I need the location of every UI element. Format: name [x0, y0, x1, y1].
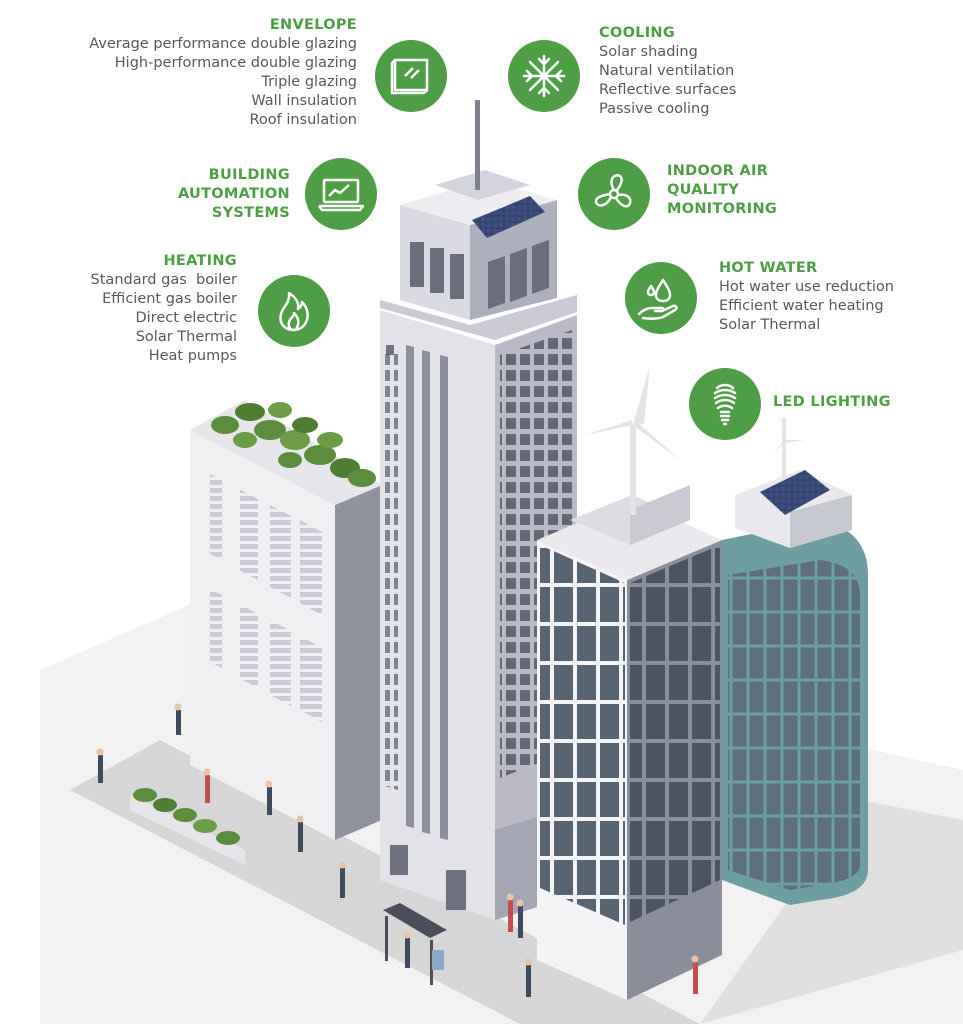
list-item: Standard gas boiler	[90, 272, 237, 288]
antenna	[475, 100, 480, 190]
list-item: Solar Thermal	[719, 317, 821, 333]
small-turbine-blades	[772, 418, 805, 455]
list-item: Roof insulation	[249, 112, 357, 128]
cooling-title: COOLING	[599, 25, 676, 41]
glass-building-side-glazing	[630, 545, 720, 922]
building-automation-title-line: BUILDING	[208, 167, 290, 183]
solar-panels-tower	[472, 196, 545, 238]
list-item: Wall insulation	[251, 93, 357, 109]
flame-icon	[258, 275, 330, 347]
street-shadow	[700, 800, 963, 1024]
central-tower-crown	[435, 170, 530, 200]
list-item: Average performance double glazing	[89, 36, 357, 52]
glass-building-front-glazing	[540, 545, 625, 925]
list-item: Solar shading	[599, 44, 698, 60]
indoor-air-title-line: MONITORING	[667, 201, 778, 217]
envelope-title: ENVELOPE	[269, 17, 357, 33]
right-tower-glazing	[728, 560, 860, 890]
wind-turbine-mast	[630, 425, 636, 515]
central-tower-top-windows	[410, 240, 549, 309]
list-item: Passive cooling	[599, 101, 710, 117]
hot-water-title: HOT WATER	[719, 260, 818, 276]
list-item: Solar Thermal	[135, 329, 237, 345]
central-tower-top-ledge	[380, 295, 577, 340]
small-turbine-mast	[782, 418, 786, 478]
led-bulb-icon	[689, 368, 761, 440]
central-tower-top-roof	[400, 180, 557, 225]
list-item: Efficient water heating	[719, 298, 884, 314]
left-building-side	[335, 485, 382, 840]
planter-shrubs	[133, 788, 240, 845]
envelope-label: ENVELOPE Average performance double glaz…	[89, 16, 357, 130]
window-glazing-icon	[375, 40, 447, 112]
hand-water-drop-icon	[625, 262, 697, 334]
pedestrian-heads	[96, 703, 699, 966]
central-tower-door	[446, 870, 466, 910]
hot-water-items: Hot water use reduction Efficient water …	[719, 278, 894, 335]
led-lighting-title: LED LIGHTING	[773, 394, 891, 410]
led-lighting-label: LED LIGHTING	[773, 393, 891, 412]
right-tower-crown-side	[790, 495, 852, 548]
pedestrians	[98, 710, 698, 997]
central-tower-front-stripes	[406, 345, 448, 840]
indoor-air-label: INDOOR AIR QUALITY MONITORING	[667, 162, 777, 219]
envelope-items: Average performance double glazing High-…	[89, 35, 357, 130]
bus-shelter	[383, 903, 447, 985]
list-item: Reflective surfaces	[599, 82, 737, 98]
list-item: High-performance double glazing	[114, 55, 357, 71]
indoor-air-title-line: INDOOR AIR	[667, 163, 769, 179]
solar-panels-right	[760, 470, 830, 515]
central-tower-door-2	[390, 845, 408, 875]
laptop-chart-icon	[305, 158, 377, 230]
central-tower-front-windows	[386, 345, 394, 355]
list-item: Triple glazing	[261, 74, 357, 90]
planter	[130, 795, 245, 865]
heating-items: Standard gas boiler Efficient gas boiler…	[91, 271, 237, 366]
list-item: Direct electric	[135, 310, 237, 326]
building-automation-title-line: SYSTEMS	[211, 205, 290, 221]
list-item: Efficient gas boiler	[102, 291, 237, 307]
list-item: Hot water use reduction	[719, 279, 894, 295]
left-building-front	[190, 430, 335, 840]
indoor-air-title-line: QUALITY	[667, 182, 740, 198]
hot-water-label: HOT WATER Hot water use reduction Effici…	[719, 259, 894, 335]
green-roof-shrubs	[211, 402, 376, 487]
cooling-label: COOLING Solar shading Natural ventilatio…	[599, 24, 736, 119]
central-tower-left-windows	[385, 350, 398, 790]
building-automation-label: BUILDING AUTOMATION SYSTEMS	[178, 166, 290, 223]
snowflake-icon	[508, 40, 580, 112]
cooling-items: Solar shading Natural ventilation Reflec…	[599, 43, 736, 119]
wind-turbine-blades	[585, 365, 680, 460]
fan-icon	[578, 158, 650, 230]
list-item: Heat pumps	[148, 348, 237, 364]
left-building-louvers	[202, 470, 322, 722]
list-item: Natural ventilation	[599, 63, 735, 79]
building-automation-title-line: AUTOMATION	[177, 186, 290, 202]
glass-building-roof-box-side	[630, 485, 690, 545]
heating-title: HEATING	[163, 253, 237, 269]
heating-label: HEATING Standard gas boiler Efficient ga…	[91, 252, 237, 366]
